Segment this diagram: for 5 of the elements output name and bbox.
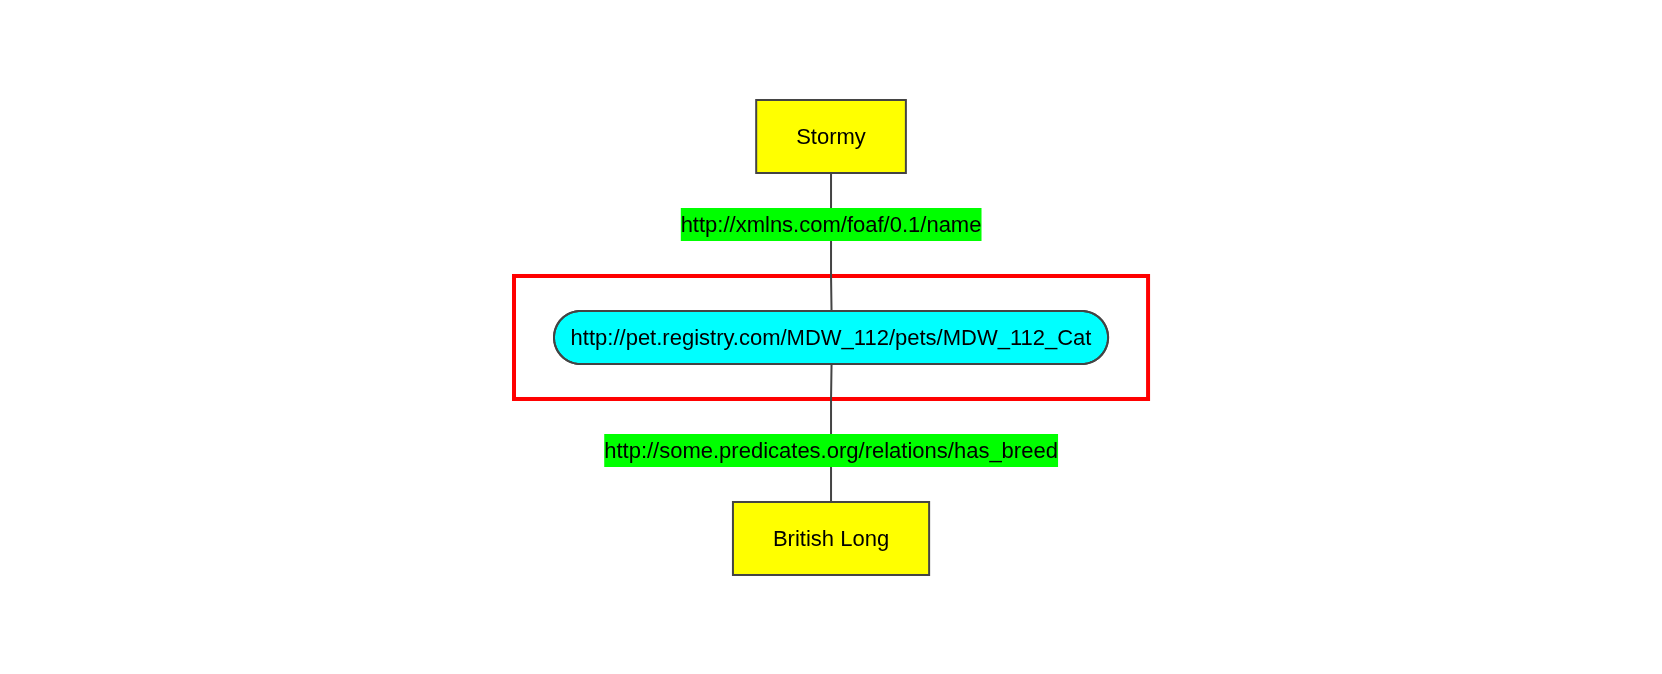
ellipse-node: http://pet.registry.com/MDW_112/pets/MDW_112_Cat — [552, 309, 1109, 365]
edge-label: http://xmlns.com/foaf/0.1/name — [680, 207, 982, 241]
process-box: Stormy — [755, 98, 907, 174]
process-box: British Long — [731, 500, 931, 576]
edge-label: http://some.predicates.org/relations/has_breed — [604, 433, 1058, 467]
